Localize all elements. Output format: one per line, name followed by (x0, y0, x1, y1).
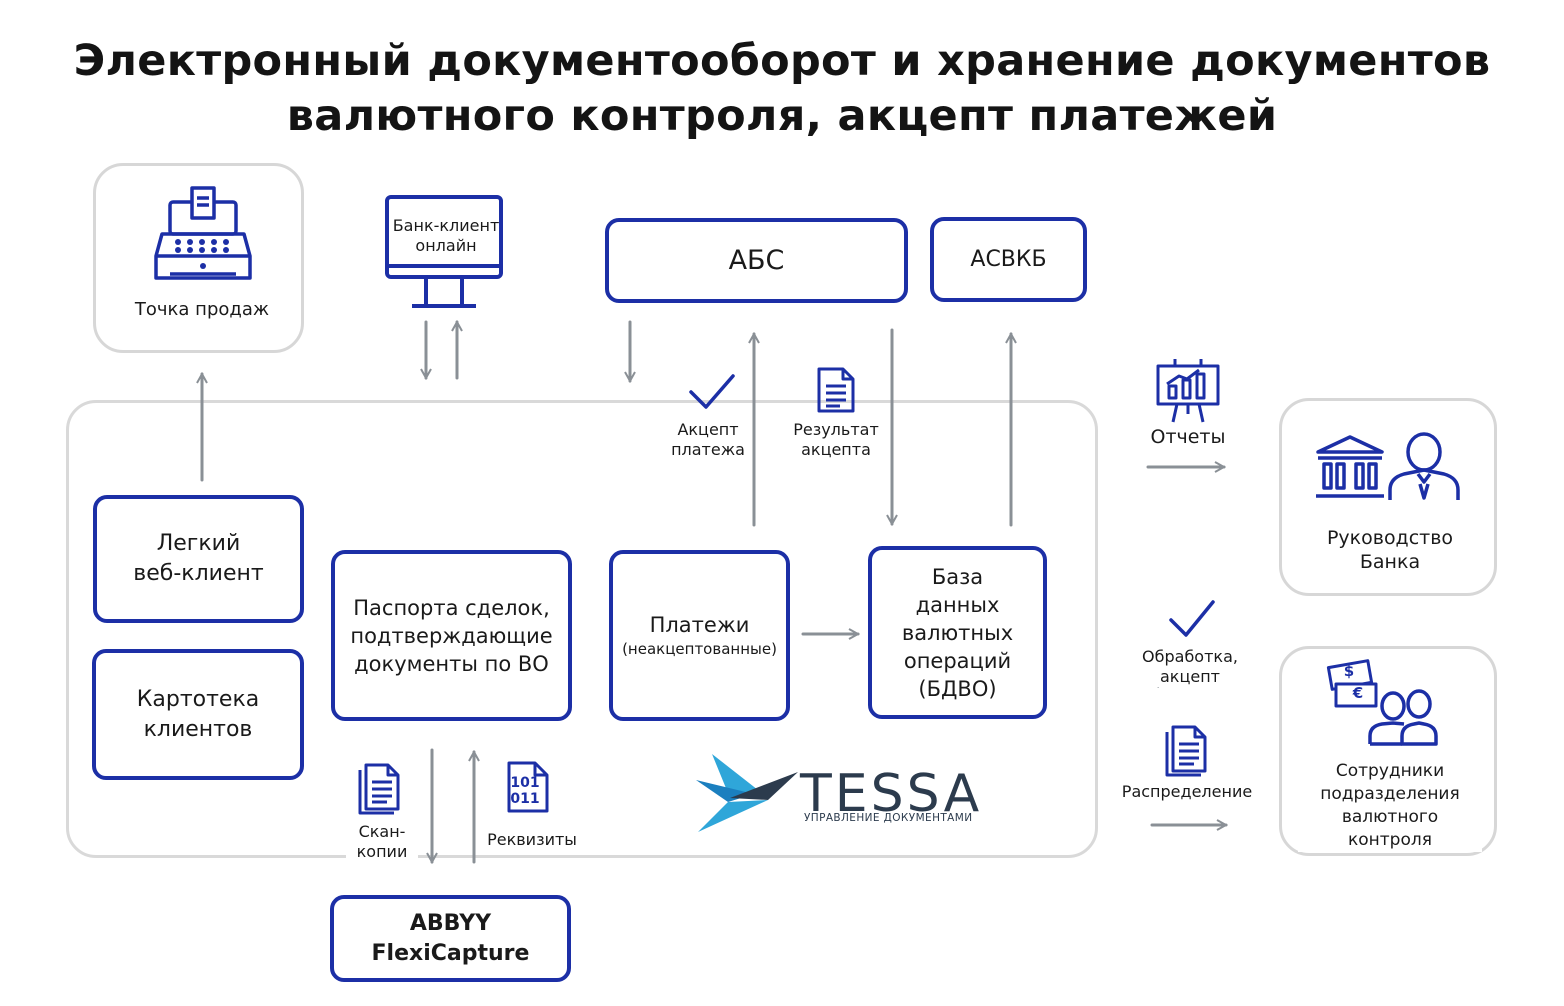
payments-box: Платежи (неакцептованные) (609, 550, 790, 721)
cash-register-icon (154, 186, 252, 280)
tessa-system-frame (66, 400, 1098, 858)
asvkb-box: АСВКБ (930, 217, 1087, 302)
person-icon (1388, 432, 1460, 500)
distribution-label: Распределение (1116, 782, 1258, 802)
page-title-line2: валютного контроля, акцепт платежей (286, 91, 1278, 141)
dollar-sign: $ (1343, 662, 1355, 680)
requisites-label: Реквизиты (484, 830, 580, 850)
accept-result-label: Результат акцепта (790, 420, 882, 460)
web-client-box: Легкий веб-клиент (93, 495, 304, 623)
page-title-line1: Электронный документооборот и хранение д… (73, 36, 1491, 86)
monitor-icon (385, 195, 503, 308)
bank-client-label: Банк-клиент онлайн (392, 216, 500, 255)
accept-payment-label: Акцепт платежа (666, 420, 750, 460)
bank-icon (1316, 435, 1384, 498)
abs-label: АБС (728, 244, 785, 276)
checkmark-icon (689, 374, 735, 409)
staff-label: Сотрудники подразделения валютного контр… (1298, 760, 1482, 852)
abs-box: АБС (605, 218, 908, 303)
card-index-box: Картотека клиентов (92, 649, 304, 780)
presentation-chart-icon (1156, 359, 1220, 423)
checkmark-icon (1169, 600, 1215, 637)
binary-file-text: 101 011 (510, 775, 540, 807)
pos-label: Точка продаж (110, 298, 294, 322)
tessa-logo-tagline: УПРАВЛЕНИЕ ДОКУМЕНТАМИ (804, 812, 973, 824)
euro-sign: € (1352, 684, 1364, 702)
tessa-logo-text: TESSA (800, 764, 983, 824)
scan-copies-label: Скан- копии (346, 822, 418, 862)
tessa-bird-icon (696, 754, 798, 832)
reports-label: Отчеты (1138, 425, 1238, 449)
money-icon (1326, 659, 1378, 708)
processing-label: Обработка, акцепт (1110, 647, 1270, 687)
management-label: Руководство Банка (1298, 526, 1482, 574)
people-icon (1368, 689, 1438, 746)
payments-label: Платежи (649, 613, 750, 637)
binary-file-icon (507, 761, 549, 813)
payments-sub-label: (неакцептованные) (622, 640, 777, 658)
document-icon (817, 367, 855, 413)
abbyy-box: ABBYY FlexiCapture (330, 895, 571, 982)
document-icon (358, 763, 400, 815)
asvkb-label: АСВКБ (970, 246, 1047, 272)
passports-box: Паспорта сделок, подтверждающие документ… (331, 550, 572, 721)
bdvo-box: База данных валютных операций (БДВО) (868, 546, 1047, 719)
document-icon (1165, 725, 1207, 777)
